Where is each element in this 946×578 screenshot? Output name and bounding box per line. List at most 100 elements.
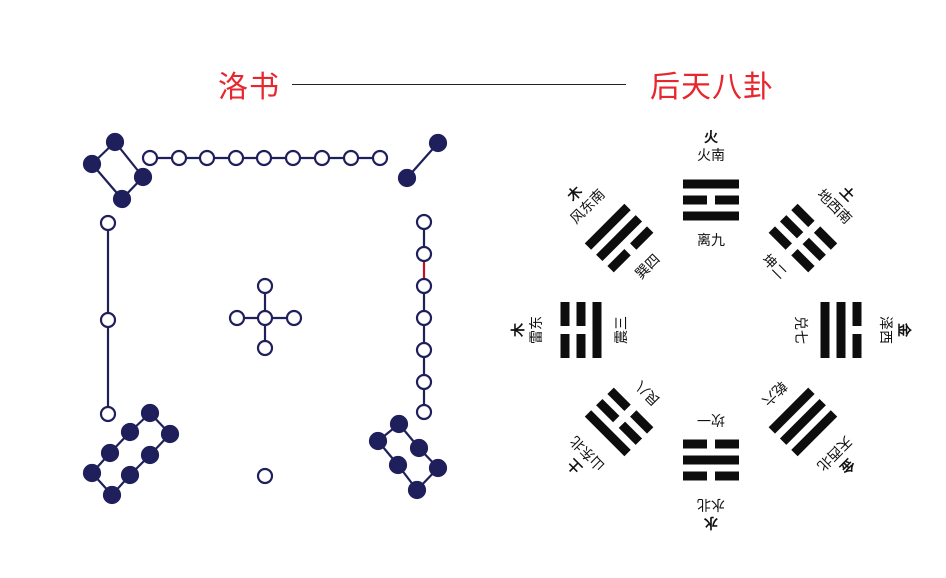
yang-dot-top-9 xyxy=(170,149,188,167)
yang-dot-top-9 xyxy=(198,149,216,167)
yin-line-left xyxy=(768,226,792,250)
yang-dot-right-7 xyxy=(415,341,433,359)
trigram-name-label: 震三 xyxy=(614,316,630,344)
yin-line-left xyxy=(683,195,707,205)
yin-dot-ll-8 xyxy=(140,403,160,423)
yin-dot-ll-8 xyxy=(100,443,120,463)
yin-line-right xyxy=(630,226,654,250)
trigram-name-label: 坤二 xyxy=(758,252,789,283)
yang-line xyxy=(820,302,830,358)
yin-dot-ur-2 xyxy=(428,133,448,153)
yin-dot-ul-2 xyxy=(133,167,153,187)
trigram-name-label: 巽四 xyxy=(633,252,664,283)
yin-line-left xyxy=(715,471,739,481)
trigram-direction-label: 泽西 xyxy=(877,316,893,344)
yang-dot-center-5 xyxy=(256,309,274,327)
yang-dot-top-9 xyxy=(255,149,273,167)
trigram-direction-label: 水北 xyxy=(697,496,725,512)
yin-line-right xyxy=(715,195,739,205)
yang-dot-center-5 xyxy=(228,309,246,327)
yang-line xyxy=(779,398,826,445)
yang-line xyxy=(836,302,846,358)
yin-dot-ul-2 xyxy=(105,132,125,152)
yin-line-right xyxy=(576,302,586,326)
yang-dot-left-3 xyxy=(99,405,117,423)
yin-dot-ll-8 xyxy=(120,422,140,442)
yin-line-left xyxy=(791,203,815,228)
yin-line-left xyxy=(852,302,862,326)
yin-dot-ll-8 xyxy=(102,485,122,505)
trigram-name-label: 兑七 xyxy=(792,316,808,344)
yin-line-left xyxy=(779,215,804,239)
yin-dot-lr-6 xyxy=(368,431,388,451)
yin-dot-lr-6 xyxy=(389,414,409,434)
yin-dot-ll-8 xyxy=(140,445,160,465)
yin-line-left xyxy=(560,334,570,358)
yang-dot-top-9 xyxy=(342,149,360,167)
bagua-title: 后天八卦 xyxy=(650,70,774,105)
yang-line xyxy=(683,211,739,221)
yang-dot-left-3 xyxy=(99,214,117,232)
yang-dot-right-7 xyxy=(415,277,433,295)
yang-dot-bottom-1 xyxy=(256,467,274,485)
trigram-element-label: 水 xyxy=(703,514,718,531)
trigram-direction-label: 雷东 xyxy=(529,316,545,344)
trigram-element-label: 金 xyxy=(895,322,912,338)
yang-dot-center-5 xyxy=(256,339,274,357)
yin-line-right xyxy=(560,302,570,326)
yin-dot-ll-8 xyxy=(160,424,180,444)
yang-line xyxy=(596,215,643,262)
yang-dot-top-9 xyxy=(284,149,302,167)
yang-line xyxy=(592,302,602,358)
yin-line-right xyxy=(852,334,862,358)
yang-dot-center-5 xyxy=(285,309,303,327)
trigram-name-label: 艮八 xyxy=(633,377,664,408)
yin-line-right xyxy=(802,237,826,262)
trigram-dui: 金泽西 兑七 xyxy=(792,302,912,358)
yin-line-right xyxy=(813,226,838,250)
title-divider-line xyxy=(292,84,626,85)
trigram-element-label: 木 xyxy=(510,322,527,338)
yin-line-left xyxy=(607,249,631,273)
yang-dot-top-9 xyxy=(313,149,331,167)
trigram-direction-label: 火南 xyxy=(697,148,725,164)
yang-line xyxy=(683,179,739,189)
yin-line-left xyxy=(618,421,643,445)
trigram-name-label: 离九 xyxy=(697,232,725,249)
trigram-name-label: 坎一 xyxy=(697,411,725,427)
yin-line-left xyxy=(715,439,739,449)
yang-dot-top-9 xyxy=(141,149,159,167)
yin-line-right xyxy=(607,387,631,411)
yang-dot-top-9 xyxy=(371,149,389,167)
yang-dot-right-7 xyxy=(415,403,433,421)
yang-dot-right-7 xyxy=(415,213,433,231)
yang-dot-right-7 xyxy=(415,245,433,263)
yin-dot-ul-2 xyxy=(82,154,102,174)
yang-line xyxy=(791,410,838,457)
trigram-zhen: 木雷东 震三 xyxy=(510,302,630,358)
yin-dot-ll-8 xyxy=(82,463,102,483)
yang-dot-center-5 xyxy=(256,277,274,295)
yin-line-right xyxy=(596,398,620,423)
yin-dot-lr-6 xyxy=(388,455,408,475)
trigram-name-label: 乾六 xyxy=(758,377,789,408)
yang-line xyxy=(683,455,739,465)
yang-dot-right-7 xyxy=(415,309,433,327)
yang-line xyxy=(768,387,815,434)
yin-line-right xyxy=(791,249,815,273)
yang-dot-top-9 xyxy=(227,149,245,167)
yin-dot-lr-6 xyxy=(409,438,429,458)
yang-line xyxy=(584,410,631,457)
yang-dot-left-3 xyxy=(99,311,117,329)
yang-dot-right-7 xyxy=(415,373,433,391)
trigram-element-label: 火 xyxy=(704,130,719,146)
yin-dot-ul-2 xyxy=(112,189,132,209)
yin-dot-ur-2 xyxy=(397,168,417,188)
